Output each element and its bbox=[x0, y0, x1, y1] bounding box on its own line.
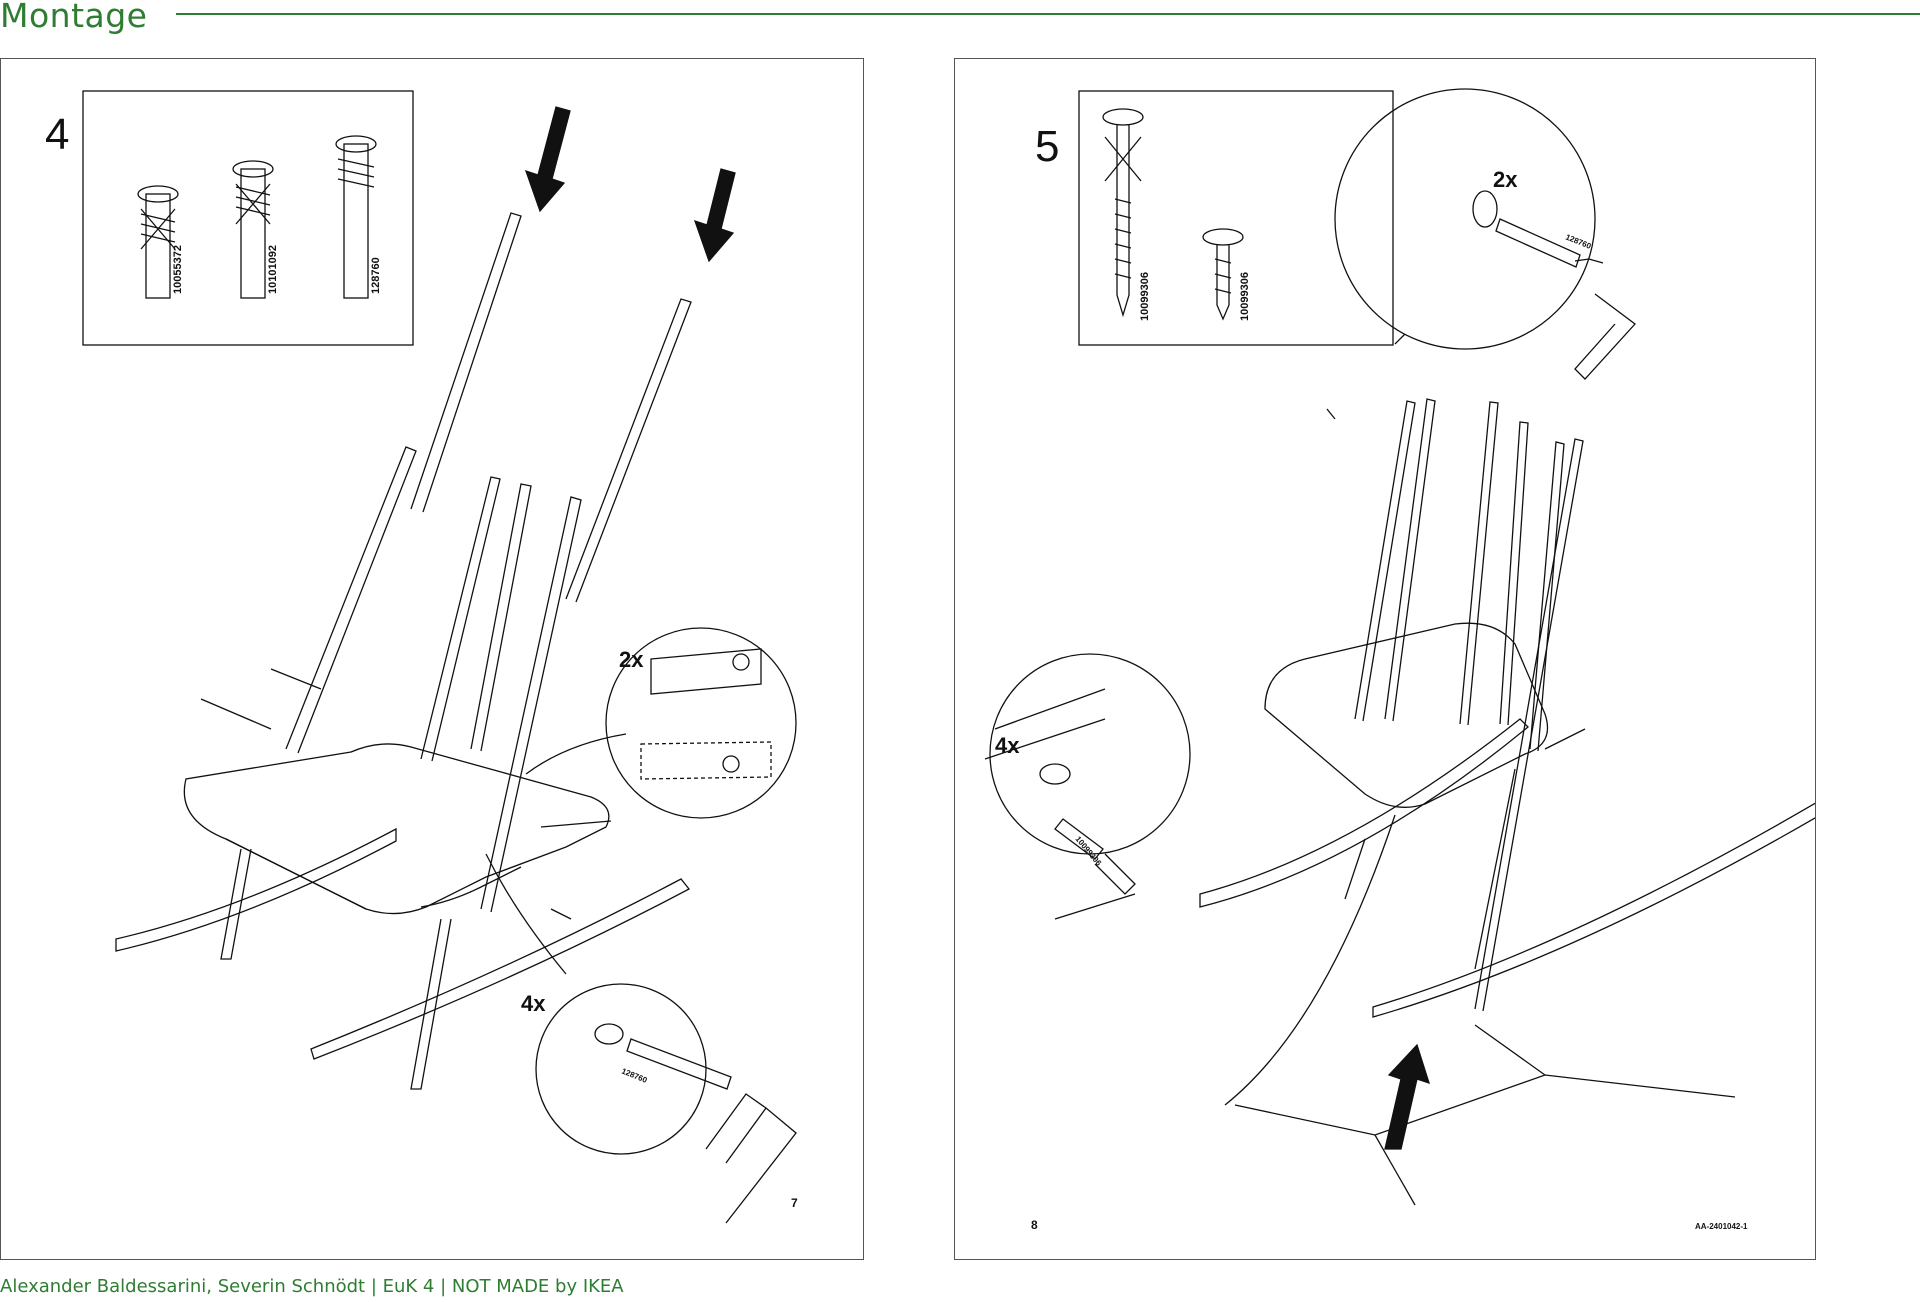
callout-part-number: 128760 bbox=[1564, 233, 1593, 252]
step-5-panel: 5 10099306 10099306 2x 4x 128760 1009930… bbox=[954, 58, 1816, 1260]
step-number: 4 bbox=[45, 110, 69, 159]
callout-part-number: 128760 bbox=[620, 1067, 649, 1086]
callout-4x bbox=[989, 653, 1191, 855]
part-number: 128760 bbox=[370, 257, 382, 294]
part-number: 10099306 bbox=[1239, 272, 1251, 321]
callout-4x bbox=[535, 983, 707, 1155]
callout-multiplier: 4x bbox=[521, 991, 546, 1016]
callout-multiplier: 2x bbox=[1493, 167, 1518, 192]
part-number: 10055372 bbox=[172, 245, 184, 294]
step-4-illustration: 4 10055372 10101092 128760 2x 4x 128760 … bbox=[45, 90, 798, 1224]
page-number: 8 bbox=[1031, 1218, 1038, 1232]
part-number: 10101092 bbox=[267, 245, 279, 294]
part-number: 10099306 bbox=[1139, 272, 1151, 321]
page-title: Montage bbox=[0, 0, 148, 35]
page-number: 7 bbox=[791, 1196, 798, 1210]
footer-credits: Alexander Baldessarini, Severin Schnödt … bbox=[0, 1276, 624, 1297]
callout-part-number: 10099306 bbox=[1073, 835, 1103, 868]
header-rule bbox=[176, 13, 1920, 15]
step-4-panel: 4 10055372 10101092 128760 2x 4x 128760 … bbox=[0, 58, 864, 1260]
parts-box bbox=[82, 90, 414, 346]
parts-box bbox=[1078, 90, 1394, 346]
callout-2x bbox=[1334, 88, 1596, 350]
step-5-illustration: 5 10099306 10099306 2x 4x 128760 1009930… bbox=[984, 88, 1815, 1232]
callout-multiplier: 4x bbox=[995, 733, 1020, 758]
callout-2x bbox=[605, 627, 797, 819]
step-number: 5 bbox=[1035, 122, 1059, 171]
doc-reference: AA-2401042-1 bbox=[1695, 1222, 1748, 1231]
callout-multiplier: 2x bbox=[619, 647, 644, 672]
